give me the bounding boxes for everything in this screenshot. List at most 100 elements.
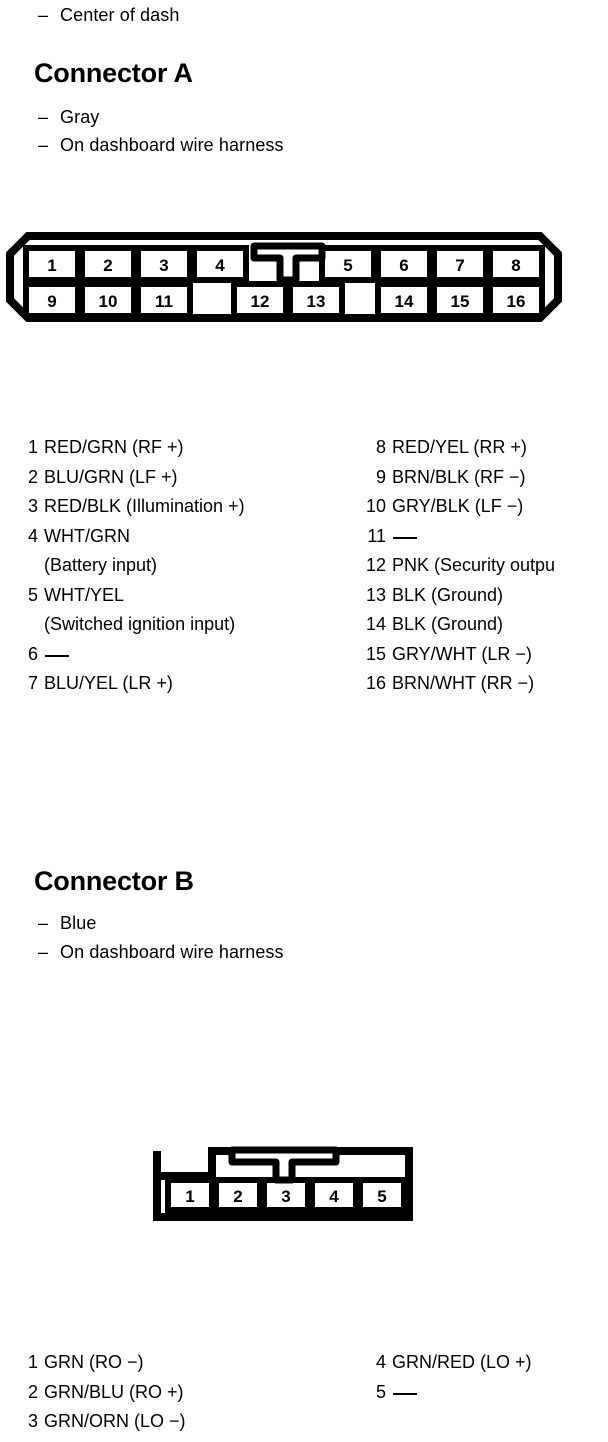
pin-number: 12	[365, 555, 386, 575]
pin-cavity-7	[431, 245, 489, 283]
pin-description: BLK (Ground)	[392, 584, 504, 605]
bullet-dash-icon: –	[38, 942, 49, 962]
connector-b-pinlist-right: 4 GRN/RED (LO +) 5	[362, 1348, 532, 1407]
pin-cavity-15	[431, 281, 489, 319]
pin-number: 5	[375, 1381, 386, 1402]
connector-b-note-location: –On dashboard wire harness	[38, 941, 284, 963]
pin-description: RED/GRN (RF +)	[44, 437, 184, 457]
pin-number: 4	[27, 525, 38, 546]
pin-entry-7: 7 BLU/YEL (LR +)	[14, 669, 245, 699]
bullet-dash-icon: –	[38, 913, 49, 933]
pin-description: BRN/WHT (RR −)	[392, 673, 535, 693]
pin-description: RED/YEL (RR +)	[392, 437, 527, 457]
pin-cavity-3	[135, 245, 193, 283]
pin-cavity-6	[375, 245, 433, 283]
pin-number: 10	[365, 496, 386, 516]
pin-number: 11	[367, 525, 386, 546]
pin-cavity-2	[213, 1177, 263, 1213]
pin-description: BLK (Ground)	[392, 614, 504, 634]
pin-label-2: 2	[233, 1187, 242, 1206]
pin-cavity-10	[79, 281, 137, 319]
connector-a-note-color: –Gray	[38, 106, 99, 128]
pin-cavity-13	[287, 281, 345, 319]
bullet-dash-icon: –	[38, 5, 49, 25]
pin-number: 6	[27, 643, 38, 664]
pin-number: 7	[27, 673, 38, 693]
connector-a-heading: Connector A	[34, 58, 193, 88]
pin-description-continued: (Switched ignition input)	[44, 614, 236, 634]
pin-number: 15	[365, 643, 386, 664]
pin-entry-13: 13 BLK (Ground)	[362, 581, 555, 611]
pin-cavity-5	[319, 245, 377, 283]
pin-cavity-1	[165, 1177, 215, 1213]
pin-description-continued: (Battery input)	[44, 555, 158, 575]
pin-description: GRY/BLK (LF −)	[392, 496, 524, 516]
pin-entry-11: 11	[362, 522, 555, 552]
pin-number: 13	[365, 584, 386, 605]
pin-label-5: 5	[377, 1187, 386, 1206]
pin-label-7: 7	[455, 256, 464, 275]
pin-cavity-5	[357, 1177, 407, 1213]
pin-description: GRN/BLU (RO +)	[44, 1381, 184, 1402]
note-text: On dashboard wire harness	[60, 942, 284, 962]
pin-entry-8: 8 RED/YEL (RR +)	[362, 433, 555, 463]
pin-label-16: 16	[507, 292, 526, 311]
connector-b-heading: Connector B	[34, 866, 194, 896]
pin-label-1: 1	[47, 256, 56, 275]
note-text: Blue	[60, 913, 97, 933]
pin-number: 3	[27, 1411, 38, 1431]
pin-entry-10: 10 GRY/BLK (LF −)	[362, 492, 555, 522]
pin-number: 8	[375, 437, 386, 457]
pin-unused-dash-icon	[44, 646, 70, 663]
pin-number: 5	[27, 584, 38, 605]
pin-label-3: 3	[159, 256, 168, 275]
pin-label-14: 14	[395, 292, 414, 311]
pin-entry-2: 2 GRN/BLU (RO +)	[14, 1378, 186, 1408]
pin-description: WHT/GRN	[44, 525, 130, 546]
pin-description: GRN (RO −)	[44, 1352, 144, 1372]
connector-a-note-location: –On dashboard wire harness	[38, 134, 284, 156]
pin-entry-5: 5	[362, 1378, 532, 1408]
pin-description: WHT/YEL	[44, 584, 125, 605]
connector-b-pinout-diagram: 1 2 3 4 5	[153, 1146, 413, 1221]
pin-cavity-1	[23, 245, 81, 283]
center-latch-tab-icon	[250, 242, 326, 284]
pin-cavity-9	[23, 281, 81, 319]
pin-cavity-11	[135, 281, 193, 319]
pin-description: GRN/RED (LO +)	[392, 1352, 532, 1372]
pin-label-2: 2	[103, 256, 112, 275]
note-text: On dashboard wire harness	[60, 135, 284, 155]
pin-entry-4: 4 WHT/GRN (Battery input)	[14, 522, 245, 581]
connector-a-pinout-diagram: 1 2 3 4 5 6 7 8 9 10 11 12 13 14 15 16	[6, 232, 562, 322]
pin-label-8: 8	[511, 256, 520, 275]
pin-label-5: 5	[343, 256, 352, 275]
pin-number: 1	[27, 437, 38, 457]
pin-label-1: 1	[185, 1187, 194, 1206]
note-text: Center of dash	[60, 5, 180, 25]
pin-cavity-4	[191, 245, 249, 283]
pin-number: 2	[27, 1381, 38, 1402]
pin-number: 4	[375, 1352, 386, 1372]
pin-number: 9	[375, 466, 386, 487]
pin-label-12: 12	[251, 292, 270, 311]
pin-unused-dash-icon	[392, 1384, 418, 1401]
pin-entry-6: 6	[14, 640, 245, 670]
pin-description: BRN/BLK (RF −)	[392, 466, 526, 487]
pin-label-15: 15	[451, 292, 470, 311]
pin-description: BLU/YEL (LR +)	[44, 673, 173, 693]
pin-entry-1: 1 RED/GRN (RF +)	[14, 433, 245, 463]
bullet-dash-icon: –	[38, 107, 49, 127]
pin-number: 1	[27, 1352, 38, 1372]
pin-entry-1: 1 GRN (RO −)	[14, 1348, 186, 1378]
pin-label-4: 4	[215, 256, 225, 275]
pin-label-10: 10	[99, 292, 118, 311]
pin-entry-4: 4 GRN/RED (LO +)	[362, 1348, 532, 1378]
pin-description: RED/BLK (Illumination +)	[44, 496, 245, 516]
connector-b-note-color: –Blue	[38, 912, 96, 934]
